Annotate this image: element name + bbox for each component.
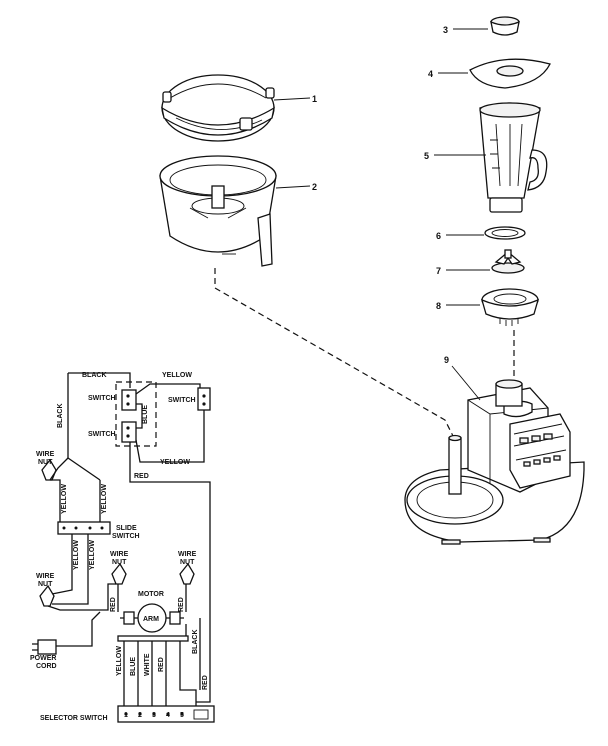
selector-terminal-3: 3 bbox=[152, 712, 156, 719]
label-yellow-top: YELLOW bbox=[162, 372, 192, 379]
part-1-bowl-cover bbox=[161, 74, 275, 142]
slide-switch-right bbox=[197, 387, 211, 411]
selector-terminal-1: 1 bbox=[124, 712, 128, 719]
part-number-7: 7 bbox=[436, 266, 441, 276]
part-3-filler-cap bbox=[490, 16, 520, 36]
label-wire-nut-4b: NUT bbox=[180, 559, 195, 566]
interlock-switch-upper bbox=[121, 389, 137, 411]
slide-switch-center bbox=[57, 521, 111, 535]
part-7-cutting-assembly bbox=[491, 249, 525, 274]
label-black-top: BLACK bbox=[82, 372, 107, 379]
label-power-cord-a: POWER bbox=[30, 655, 56, 662]
label-blue-jumper: BLUE bbox=[142, 405, 149, 424]
label-slide-switch-a: SLIDE bbox=[116, 525, 137, 532]
wire-nut-right bbox=[179, 562, 195, 585]
leader-part-9 bbox=[451, 365, 481, 401]
label-motor-armature: ARM bbox=[143, 616, 159, 623]
part-2-work-bowl bbox=[159, 155, 277, 267]
label-yellow-lower-right: YELLOW bbox=[89, 540, 96, 570]
part-number-1: 1 bbox=[312, 94, 317, 104]
motor-symbol bbox=[120, 603, 184, 633]
terminal-bar bbox=[117, 635, 189, 642]
label-yellow-mid: YELLOW bbox=[160, 459, 190, 466]
selector-terminal-5: 5 bbox=[180, 712, 184, 719]
selector-terminal-2: 2 bbox=[138, 712, 142, 719]
label-switch-1: SWITCH bbox=[88, 395, 116, 402]
part-number-3: 3 bbox=[443, 25, 448, 35]
dashed-alignment-line-bowl bbox=[214, 268, 456, 441]
label-selector-red: RED bbox=[158, 657, 165, 672]
part-number-6: 6 bbox=[436, 231, 441, 241]
leader-part-2 bbox=[275, 185, 311, 189]
label-selector-black: BLACK bbox=[192, 630, 199, 655]
label-selector-blue: BLUE bbox=[130, 657, 137, 676]
wire-nut-center bbox=[111, 562, 127, 585]
wiring-diagram bbox=[32, 372, 215, 723]
label-power-cord-b: CORD bbox=[36, 663, 57, 670]
label-wire-nut-3b: NUT bbox=[112, 559, 127, 566]
part-8-jar-base bbox=[480, 288, 540, 326]
label-red-switch: RED bbox=[134, 473, 149, 480]
label-wire-nut-3a: WIRE bbox=[110, 551, 129, 558]
part-number-2: 2 bbox=[312, 182, 317, 192]
label-wire-nut-2b: NUT bbox=[38, 581, 53, 588]
label-wire-nut-4a: WIRE bbox=[178, 551, 197, 558]
label-switch-2: SWITCH bbox=[88, 431, 116, 438]
selector-terminal-4: 4 bbox=[166, 712, 170, 719]
part-6-sealing-ring bbox=[484, 226, 526, 240]
interlock-switch-lower bbox=[121, 421, 137, 443]
part-number-5: 5 bbox=[424, 151, 429, 161]
selector-switch bbox=[117, 705, 215, 723]
part-9-power-base bbox=[404, 379, 585, 545]
label-yellow-upper-left: YELLOW bbox=[61, 484, 68, 514]
label-switch-right: SWITCH bbox=[168, 397, 196, 404]
power-cord-plug bbox=[37, 639, 57, 655]
label-red-motor-right: RED bbox=[178, 597, 185, 612]
part-number-9: 9 bbox=[444, 355, 449, 365]
label-motor: MOTOR bbox=[138, 591, 164, 598]
switch-housing-outline bbox=[115, 381, 157, 447]
label-black-vertical: BLACK bbox=[57, 404, 64, 429]
label-wire-nut-2a: WIRE bbox=[36, 573, 55, 580]
part-5-blender-jar bbox=[479, 102, 548, 213]
part-number-8: 8 bbox=[436, 301, 441, 311]
leader-part-1 bbox=[273, 97, 311, 101]
label-selector-white: WHITE bbox=[144, 653, 151, 676]
wire-nut-left-lower bbox=[39, 584, 55, 607]
label-selector-yellow: YELLOW bbox=[116, 646, 123, 676]
label-red-selector-feed: RED bbox=[202, 675, 209, 690]
label-wire-nut-1a: WIRE bbox=[36, 451, 55, 458]
label-yellow-lower-left: YELLOW bbox=[73, 540, 80, 570]
label-selector-switch: SELECTOR SWITCH bbox=[40, 715, 108, 722]
part-4-jar-cover bbox=[469, 58, 551, 89]
label-red-motor-left: RED bbox=[110, 597, 117, 612]
label-yellow-upper-right: YELLOW bbox=[101, 484, 108, 514]
label-slide-switch-b: SWITCH bbox=[112, 533, 140, 540]
label-wire-nut-1b: NUT bbox=[38, 459, 53, 466]
part-number-4: 4 bbox=[428, 69, 433, 79]
